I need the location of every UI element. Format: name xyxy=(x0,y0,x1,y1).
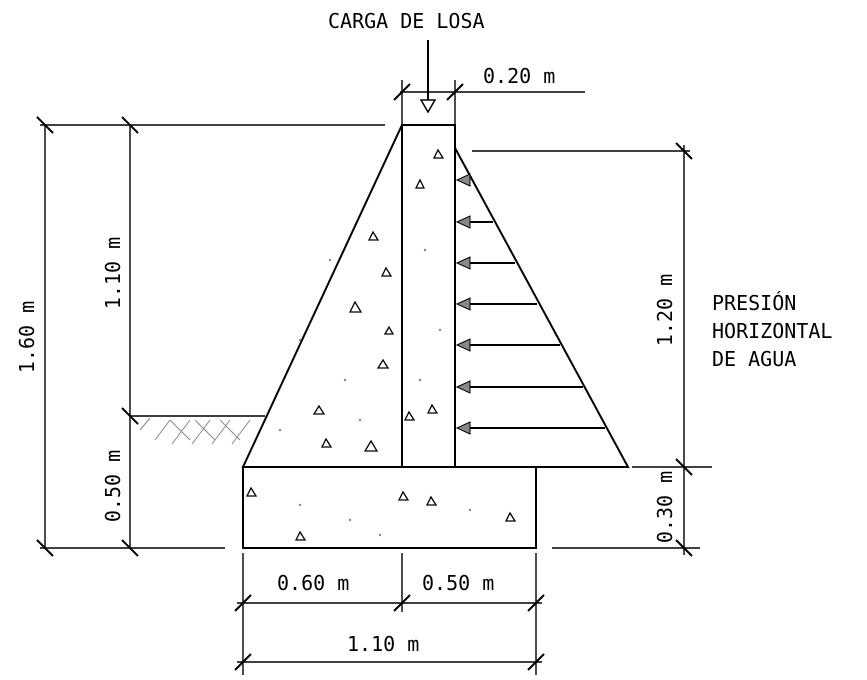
water-pressure-arrows xyxy=(455,173,605,435)
right-dimension-lines xyxy=(472,142,712,557)
upper-height-label: 1.10 m xyxy=(101,237,125,309)
pressure-label-line2: HORIZONTAL xyxy=(712,319,832,343)
total-base-label: 1.10 m xyxy=(347,632,419,656)
lower-height-label: 0.50 m xyxy=(101,450,125,522)
top-width-dimension xyxy=(393,80,585,125)
load-label: CARGA DE LOSA xyxy=(328,9,485,33)
bottom-dimension-lines xyxy=(234,553,545,675)
wall-body xyxy=(241,124,630,549)
soil-hatch xyxy=(130,415,265,445)
total-height-label: 1.60 m xyxy=(15,301,39,373)
concrete-texture xyxy=(245,148,517,541)
top-width-label: 0.20 m xyxy=(483,64,555,88)
right-base-label: 0.50 m xyxy=(422,571,494,595)
pressure-label-line1: PRESIÓN xyxy=(712,291,796,315)
pressure-label-line3: DE AGUA xyxy=(712,347,796,371)
load-arrow xyxy=(419,40,437,114)
left-dimension-lines xyxy=(36,116,385,557)
left-base-label: 0.60 m xyxy=(277,571,349,595)
water-height-label: 1.20 m xyxy=(653,274,677,346)
base-thickness-label: 0.30 m xyxy=(653,471,677,543)
